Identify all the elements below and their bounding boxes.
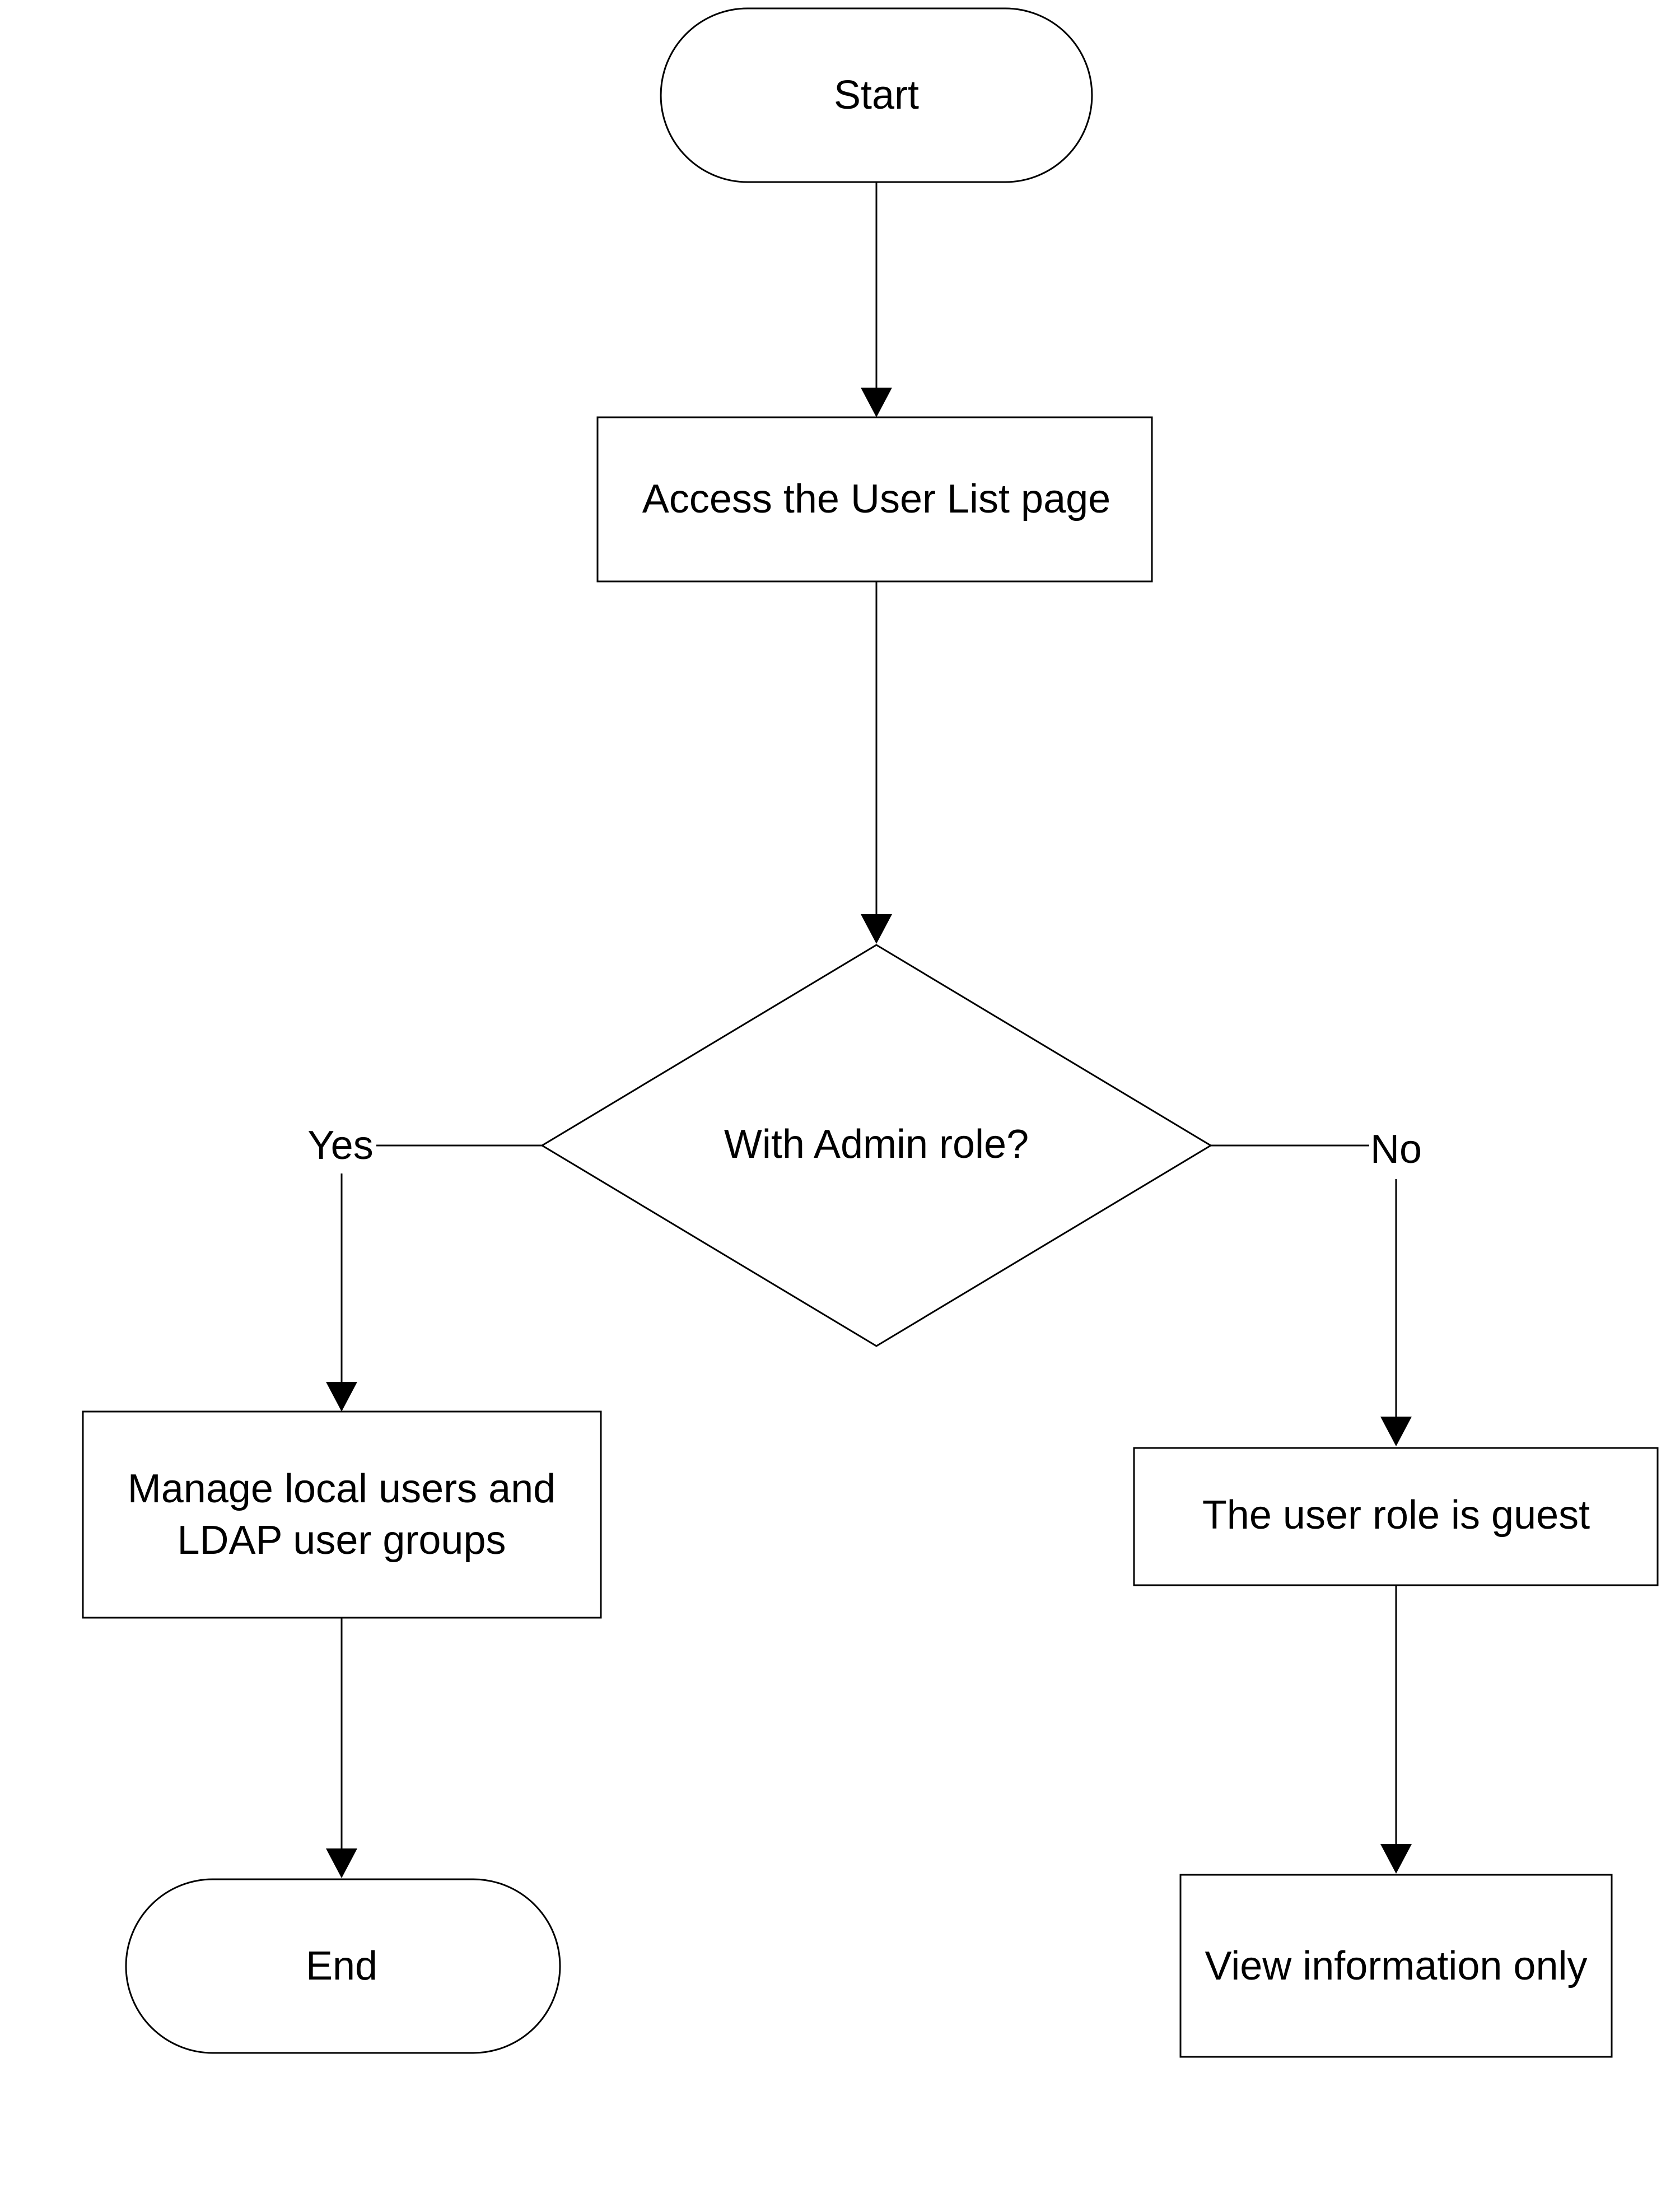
manage-label-line-1: Manage local users and (128, 1466, 556, 1511)
view-box (1179, 1874, 1613, 2058)
end-terminator-shape (125, 1878, 561, 2054)
guest-box (1133, 1447, 1659, 1586)
start-node: Start (660, 7, 1093, 183)
manage-label-line-2: LDAP user groups (177, 1518, 506, 1563)
guest-node: The user role is guest (1133, 1447, 1659, 1586)
manage-box (82, 1410, 602, 1619)
end-label: End (306, 1944, 377, 1989)
arrowhead-access (861, 388, 892, 417)
yes-label: Yes (307, 1123, 373, 1168)
manage-node: Manage local users and LDAP user groups (82, 1410, 602, 1619)
arrowhead-decision (861, 914, 892, 944)
arrowhead-guest (1380, 1417, 1412, 1446)
decision-diamond (540, 944, 1212, 1347)
view-node: View information only (1179, 1874, 1613, 2058)
end-node: End (125, 1878, 561, 2054)
arrowhead-view (1380, 1844, 1412, 1874)
decision-label: With Admin role? (724, 1122, 1029, 1167)
access-label: Access the User List page (642, 477, 1110, 521)
access-node: Access the User List page (596, 416, 1153, 583)
view-label: View information only (1205, 1944, 1587, 1989)
start-label: Start (834, 73, 919, 118)
access-box (596, 416, 1153, 583)
arrowhead-manage (326, 1382, 357, 1412)
arrowhead-end (326, 1848, 357, 1878)
start-terminator-shape (660, 7, 1093, 183)
decision-node: With Admin role? (540, 944, 1212, 1347)
guest-label: The user role is guest (1202, 1493, 1590, 1538)
no-label: No (1370, 1127, 1422, 1172)
